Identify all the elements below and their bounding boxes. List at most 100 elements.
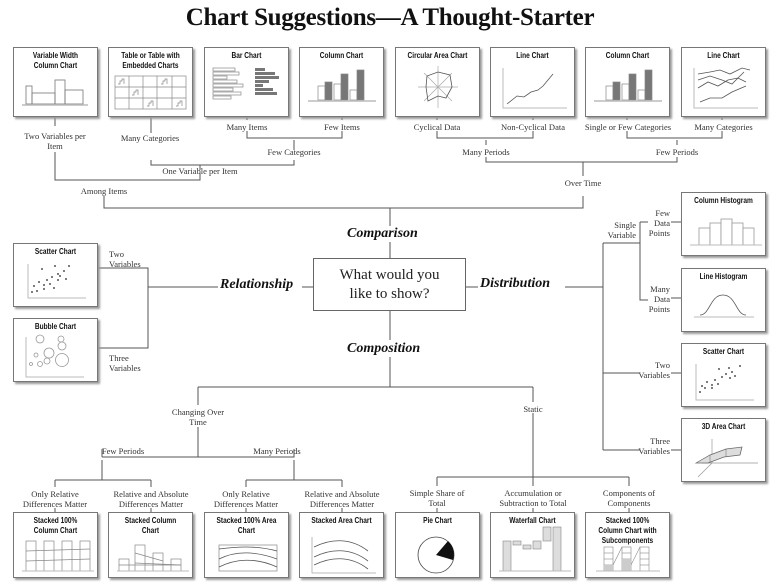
card-title: Stacked Column Chart (124, 516, 177, 535)
card-title: Stacked Area Chart (311, 516, 372, 525)
card-column-chart-few-items[interactable]: Column Chart (299, 47, 384, 117)
card-stacked-column-chart[interactable]: Stacked Column Chart (108, 512, 193, 578)
card-title: Bubble Chart (34, 322, 77, 331)
center-question-box: What would you like to show? (313, 258, 466, 311)
card-bar-chart[interactable]: Bar Chart (204, 47, 289, 117)
stacked-area-icon (311, 537, 376, 574)
label-few-data-points: Few Data Points (648, 208, 670, 238)
card-title: Line Histogram (699, 272, 748, 281)
bar-chart-icon (212, 67, 279, 100)
scatter-chart-icon (695, 364, 754, 401)
column-chart-icon (594, 69, 662, 102)
label-one-variable-per-item: One Variable per Item (162, 166, 238, 176)
multi-line-chart-icon (693, 67, 758, 109)
table-icon (114, 75, 187, 110)
card-column-histogram[interactable]: Column Histogram (681, 192, 766, 256)
card-title: Stacked 100% Column Chart with Subcompon… (598, 516, 657, 545)
card-title: Circular Area Chart (407, 51, 468, 60)
card-3d-area-chart[interactable]: 3D Area Chart (681, 418, 766, 482)
label-few-items: Few Items (324, 122, 360, 132)
card-line-chart-many-categories[interactable]: Line Chart (681, 47, 766, 117)
label-two-variables: Two Variables (109, 249, 141, 269)
card-title: Stacked 100% Column Chart (33, 516, 78, 535)
label-two-variables-dist: Two Variables (638, 360, 670, 380)
category-distribution[interactable]: Distribution (478, 276, 553, 292)
label-only-relative-2: Only Relative Differences Matter (213, 489, 279, 509)
label-components: Components of Components (602, 488, 656, 508)
scatter-chart-icon (27, 264, 86, 299)
label-simple-share: Simple Share of Total (409, 488, 465, 508)
label-accumulation: Accumulation or Subtraction to Total (499, 488, 567, 508)
label-over-time: Over Time (564, 178, 602, 188)
card-title: Table or Table with Embedded Charts (121, 51, 180, 70)
card-waterfall-chart[interactable]: Waterfall Chart (490, 512, 575, 578)
stacked-100-column-icon (22, 540, 94, 572)
card-scatter-chart[interactable]: Scatter Chart (13, 243, 98, 307)
card-title: Stacked 100% Area Chart (216, 516, 277, 535)
circular-area-icon (418, 66, 458, 108)
column-histogram-icon (690, 218, 762, 246)
page-title: Chart Suggestions—A Thought-Starter (185, 4, 595, 31)
card-title: Pie Chart (423, 516, 452, 525)
label-few-periods-comp: Few Periods (101, 446, 145, 456)
card-title: Scatter Chart (702, 347, 745, 356)
card-title: Variable Width Column Chart (32, 51, 79, 70)
label-many-categories-right: Many Categories (694, 122, 753, 132)
card-title: Column Chart (605, 51, 650, 60)
card-title: Waterfall Chart (509, 516, 556, 525)
label-few-categories: Few Categories (267, 147, 321, 157)
label-changing-over-time: Changing Over Time (171, 407, 225, 427)
label-static: Static (523, 404, 543, 414)
card-title: Column Chart (319, 51, 364, 60)
card-title: Bar Chart (231, 51, 262, 60)
category-composition[interactable]: Composition (345, 341, 423, 357)
label-among-items: Among Items (80, 186, 128, 196)
bubble-chart-icon (25, 334, 84, 378)
stacked-100-area-icon (218, 544, 278, 572)
variable-width-column-icon (22, 79, 88, 106)
card-circular-area-chart[interactable]: Circular Area Chart (395, 47, 480, 117)
card-pie-chart[interactable]: Pie Chart (395, 512, 480, 578)
waterfall-chart-icon (499, 526, 571, 572)
card-title: Scatter Chart (34, 247, 77, 256)
card-title: Column Histogram (694, 196, 753, 205)
label-relative-absolute-1: Relative and Absolute Differences Matter (113, 489, 189, 509)
center-question-line-2: like to show? (349, 286, 430, 302)
card-stacked-area-chart[interactable]: Stacked Area Chart (299, 512, 384, 578)
label-three-variables-dist: Three Variables (638, 436, 670, 456)
stacked-column-icon (117, 544, 189, 572)
card-stacked-100-column-chart[interactable]: Stacked 100% Column Chart (13, 512, 98, 578)
category-comparison[interactable]: Comparison (345, 226, 420, 242)
card-variable-width-column-chart[interactable]: Variable Width Column Chart (13, 47, 98, 117)
label-relative-absolute-2: Relative and Absolute Differences Matter (304, 489, 380, 509)
card-line-chart-non-cyclical[interactable]: Line Chart (490, 47, 575, 117)
3d-area-chart-icon (694, 439, 758, 478)
label-many-items: Many Items (226, 122, 268, 132)
line-histogram-icon (694, 294, 754, 318)
card-column-chart-few-periods[interactable]: Column Chart (585, 47, 670, 117)
column-chart-icon (308, 69, 376, 102)
label-only-relative-1: Only Relative Differences Matter (22, 489, 88, 509)
card-stacked-100-column-subcomponents[interactable]: Stacked 100% Column Chart with Subcompon… (585, 512, 670, 578)
label-two-variables-per-item: Two Variables per Item (24, 131, 86, 151)
label-many-periods: Many Periods (462, 147, 510, 157)
line-chart-icon (502, 68, 567, 109)
card-stacked-100-area-chart[interactable]: Stacked 100% Area Chart (204, 512, 289, 578)
label-few-periods: Few Periods (655, 147, 699, 157)
card-table-embedded-charts[interactable]: Table or Table with Embedded Charts (108, 47, 193, 117)
card-line-histogram[interactable]: Line Histogram (681, 268, 766, 332)
card-title: Line Chart (707, 51, 740, 60)
card-scatter-chart-distribution[interactable]: Scatter Chart (681, 343, 766, 407)
pie-chart-icon (417, 536, 455, 574)
label-single-or-few-categories: Single or Few Categories (584, 122, 672, 132)
label-single-variable: Single Variable (607, 220, 636, 240)
card-title: Line Chart (516, 51, 549, 60)
card-title: 3D Area Chart (701, 422, 746, 431)
category-relationship[interactable]: Relationship (218, 277, 296, 293)
label-many-data-points: Many Data Points (648, 284, 670, 314)
stacked-100-subcomponents-icon (596, 546, 660, 572)
card-bubble-chart[interactable]: Bubble Chart (13, 318, 98, 382)
label-cyclical-data: Cyclical Data (413, 122, 461, 132)
center-question-line-1: What would you (339, 267, 440, 283)
